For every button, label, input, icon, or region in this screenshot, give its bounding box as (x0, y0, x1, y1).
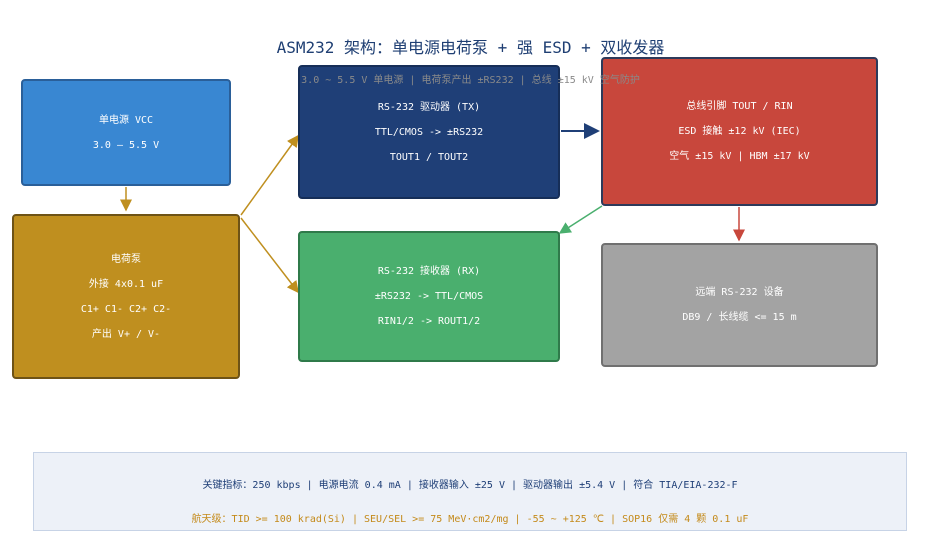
charge-pump-output: 产出 V+ / V- (91, 328, 161, 340)
charge-pump-pins: C1+ C1- C2+ C2- (80, 303, 172, 315)
tx-pins: TOUT1 / TOUT2 (389, 151, 469, 163)
remote-device-node: 远端 RS-232 设备 DB9 / 长线缆 <= 15 m (601, 243, 878, 367)
remote-label: 远端 RS-232 设备 (695, 287, 784, 298)
rx-receiver-node: RS-232 接收器 (RX) ±RS232 -> TTL/CMOS RIN1/… (298, 231, 560, 362)
diagram-subtitle: 3.0 ~ 5.5 V 单电源 | 电荷泵产出 ±RS232 | 总线 ±15 … (301, 75, 640, 86)
arrow-pump-to-tx (240, 134, 299, 216)
charge-pump-node: 电荷泵 外接 4x0.1 uF C1+ C1- C2+ C2- 产出 V+ / … (12, 214, 240, 379)
bus-pins-node: 总线引脚 TOUT / RIN ESD 接触 ±12 kV (IEC) 空气 ±… (601, 57, 878, 206)
rx-label: RS-232 接收器 (RX) (377, 266, 481, 277)
charge-pump-label: 电荷泵 (111, 253, 141, 265)
aerospace-specs-text: 航天级：TID >= 100 krad(Si) | SEU/SEL >= 75 … (191, 514, 749, 525)
spec-footer: 关键指标：250 kbps | 电源电流 0.4 mA | 接收器输入 ±25 … (33, 452, 907, 531)
remote-cable: DB9 / 长线缆 <= 15 m (682, 312, 797, 323)
rx-pins: RIN1/2 -> ROUT1/2 (377, 316, 481, 327)
bus-label: 总线引脚 TOUT / RIN (686, 101, 793, 112)
rx-conversion: ±RS232 -> TTL/CMOS (374, 291, 484, 302)
key-specs-text: 关键指标：250 kbps | 电源电流 0.4 mA | 接收器输入 ±25 … (202, 480, 738, 491)
bus-esd-air: 空气 ±15 kV | HBM ±17 kV (669, 151, 810, 162)
vcc-range: 3.0 – 5.5 V (92, 139, 160, 151)
charge-pump-caps: 外接 4x0.1 uF (88, 278, 164, 290)
arrow-pump-to-rx (240, 217, 299, 294)
arrow-bus-to-rx (558, 205, 603, 234)
diagram-title: ASM232 架构：单电源电荷泵 + 强 ESD + 双收发器 (276, 38, 665, 57)
tx-label: RS-232 驱动器 (TX) (377, 101, 481, 113)
vcc-label: 单电源 VCC (98, 114, 154, 126)
vcc-node: 单电源 VCC 3.0 – 5.5 V (21, 79, 231, 186)
tx-driver-node: RS-232 驱动器 (TX) TTL/CMOS -> ±RS232 TOUT1… (298, 65, 560, 199)
tx-conversion: TTL/CMOS -> ±RS232 (374, 126, 484, 138)
bus-esd-contact: ESD 接触 ±12 kV (IEC) (678, 126, 801, 137)
